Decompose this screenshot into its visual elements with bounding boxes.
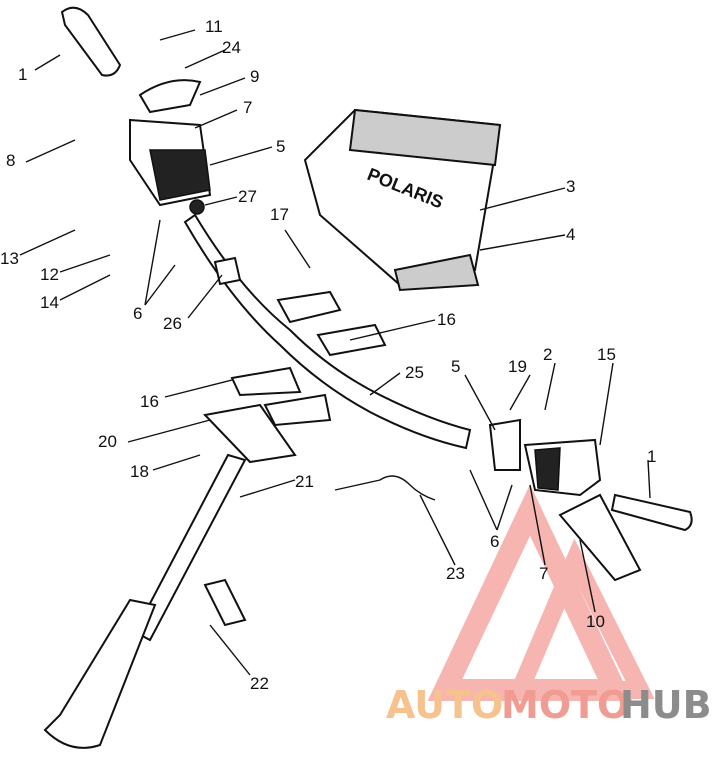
diagram-shape <box>488 418 521 471</box>
diagram-shape <box>263 393 332 427</box>
diagram-shape <box>59 274 111 301</box>
steering-post <box>133 453 247 642</box>
diagram-shape <box>496 484 513 531</box>
callout: 12 <box>40 265 59 284</box>
diagram-shape <box>239 479 296 498</box>
callout: 6 <box>490 532 499 551</box>
upper-clamp <box>276 290 342 324</box>
diagram-shape <box>19 229 76 256</box>
callout: 6 <box>133 304 142 323</box>
callout: 17 <box>270 205 289 224</box>
diagram-shape <box>209 624 251 676</box>
diagram-shape: AUTO <box>386 683 503 727</box>
callout: 10 <box>586 612 605 631</box>
steering-arm <box>43 598 157 749</box>
callout: 2 <box>543 345 552 364</box>
callout: 3 <box>566 177 575 196</box>
callout: 13 <box>0 249 19 268</box>
callout: 5 <box>276 137 285 156</box>
diagram-shape: HUB <box>620 683 712 727</box>
callout: 11 <box>205 17 223 36</box>
diagram-shape <box>59 254 111 273</box>
callout: 19 <box>508 357 527 376</box>
watermark-text: AUTO MOTO HUB <box>386 683 712 727</box>
callout: 23 <box>446 564 465 583</box>
diagram-shape <box>348 108 502 167</box>
diagram-shape <box>159 29 196 41</box>
diagram-shape <box>393 253 480 292</box>
diagram-shape <box>506 538 655 699</box>
diagram-shape <box>479 234 566 251</box>
callout: 16 <box>437 310 456 329</box>
diagram-shape: MOTO <box>501 683 629 727</box>
diagram-shape <box>184 49 226 69</box>
callout: 26 <box>163 314 182 333</box>
left-grip <box>60 6 122 77</box>
diagram-shape <box>149 149 211 201</box>
diagram-shape <box>209 146 273 166</box>
callout: 22 <box>250 674 269 693</box>
diagram-shape <box>138 79 202 114</box>
diagram-shape <box>469 469 498 531</box>
callout-labels: 1 11 24 9 7 5 27 8 13 12 14 6 26 17 3 4 … <box>0 17 656 693</box>
lower-clamp <box>230 366 302 397</box>
throttle-lever <box>558 493 642 582</box>
diagram-shape <box>187 274 223 319</box>
diagram-shape <box>152 454 201 471</box>
diagram-shape <box>369 372 401 396</box>
callout: 9 <box>250 67 259 86</box>
callout: 15 <box>597 345 616 364</box>
cable <box>334 475 436 501</box>
callout: 5 <box>451 357 460 376</box>
callout: 25 <box>405 363 424 382</box>
diagram-shape <box>534 447 561 491</box>
diagram-shape <box>479 187 566 211</box>
diagram-shape <box>284 229 311 269</box>
leader-lines <box>19 29 651 676</box>
callout: 16 <box>140 392 159 411</box>
diagram-shape <box>599 362 614 446</box>
diagram-shape <box>647 459 651 499</box>
callout: 21 <box>295 472 314 491</box>
diagram-shape <box>194 109 238 129</box>
diagram-shape <box>203 578 247 627</box>
diagram-shape <box>464 374 496 431</box>
callout: 27 <box>238 187 257 206</box>
diagram-shape <box>579 539 596 613</box>
diagram-shape <box>34 54 61 71</box>
diagram-shape <box>189 199 205 215</box>
instrument-cover: POLARIS <box>303 108 502 292</box>
diagram-shape <box>419 494 456 566</box>
diagram-shape <box>529 484 546 566</box>
diagram-shape <box>349 319 436 341</box>
steering-plate <box>202 403 297 464</box>
callout: 1 <box>18 65 27 84</box>
watermark-logo-icon <box>427 484 655 701</box>
callout: 8 <box>6 151 15 170</box>
callout: 4 <box>566 225 575 244</box>
callout: 1 <box>647 447 656 466</box>
diagram-shape <box>544 362 556 411</box>
diagram-shape <box>213 256 242 286</box>
diagram-shape <box>199 77 246 96</box>
handlebar <box>183 213 472 450</box>
diagram-shape <box>144 264 176 306</box>
callout: 18 <box>130 462 149 481</box>
diagram-shape <box>144 219 161 306</box>
diagram-shape <box>509 374 531 411</box>
callout: 20 <box>98 432 117 451</box>
diagram-shape <box>25 139 76 163</box>
callout: 7 <box>243 98 252 117</box>
callout: 24 <box>222 38 241 57</box>
diagram-shape <box>164 379 233 398</box>
diagram-shape <box>127 419 211 443</box>
callout: 14 <box>40 293 59 312</box>
diagram-shape <box>204 196 238 206</box>
callout: 7 <box>539 564 548 583</box>
right-grip <box>610 493 693 532</box>
